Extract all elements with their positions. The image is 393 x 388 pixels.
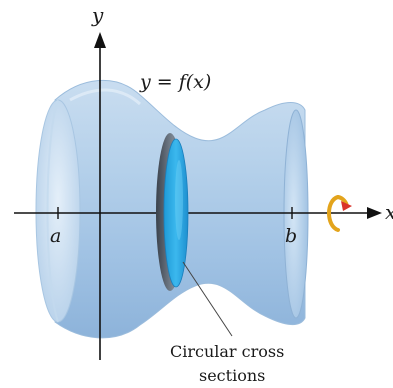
y-axis-label: y bbox=[91, 3, 104, 27]
cross-section-disk bbox=[163, 138, 189, 288]
rotation-arrow-icon bbox=[327, 195, 352, 232]
b-label: b bbox=[285, 225, 297, 247]
x-axis-arrowhead bbox=[367, 207, 382, 219]
left-cap-shading bbox=[46, 99, 59, 323]
function-label: y = f(x) bbox=[139, 71, 211, 93]
annotation-line-2: sections bbox=[199, 366, 265, 385]
solid-highlight bbox=[69, 88, 142, 106]
annotation-line-1: Circular cross bbox=[170, 342, 284, 361]
right-end-cap bbox=[283, 109, 309, 319]
x-axis-label: x bbox=[385, 200, 393, 224]
a-label: a bbox=[50, 225, 61, 247]
annotation-leader bbox=[182, 261, 233, 337]
cross-section-shine bbox=[175, 160, 183, 240]
y-axis-arrowhead bbox=[94, 32, 106, 48]
